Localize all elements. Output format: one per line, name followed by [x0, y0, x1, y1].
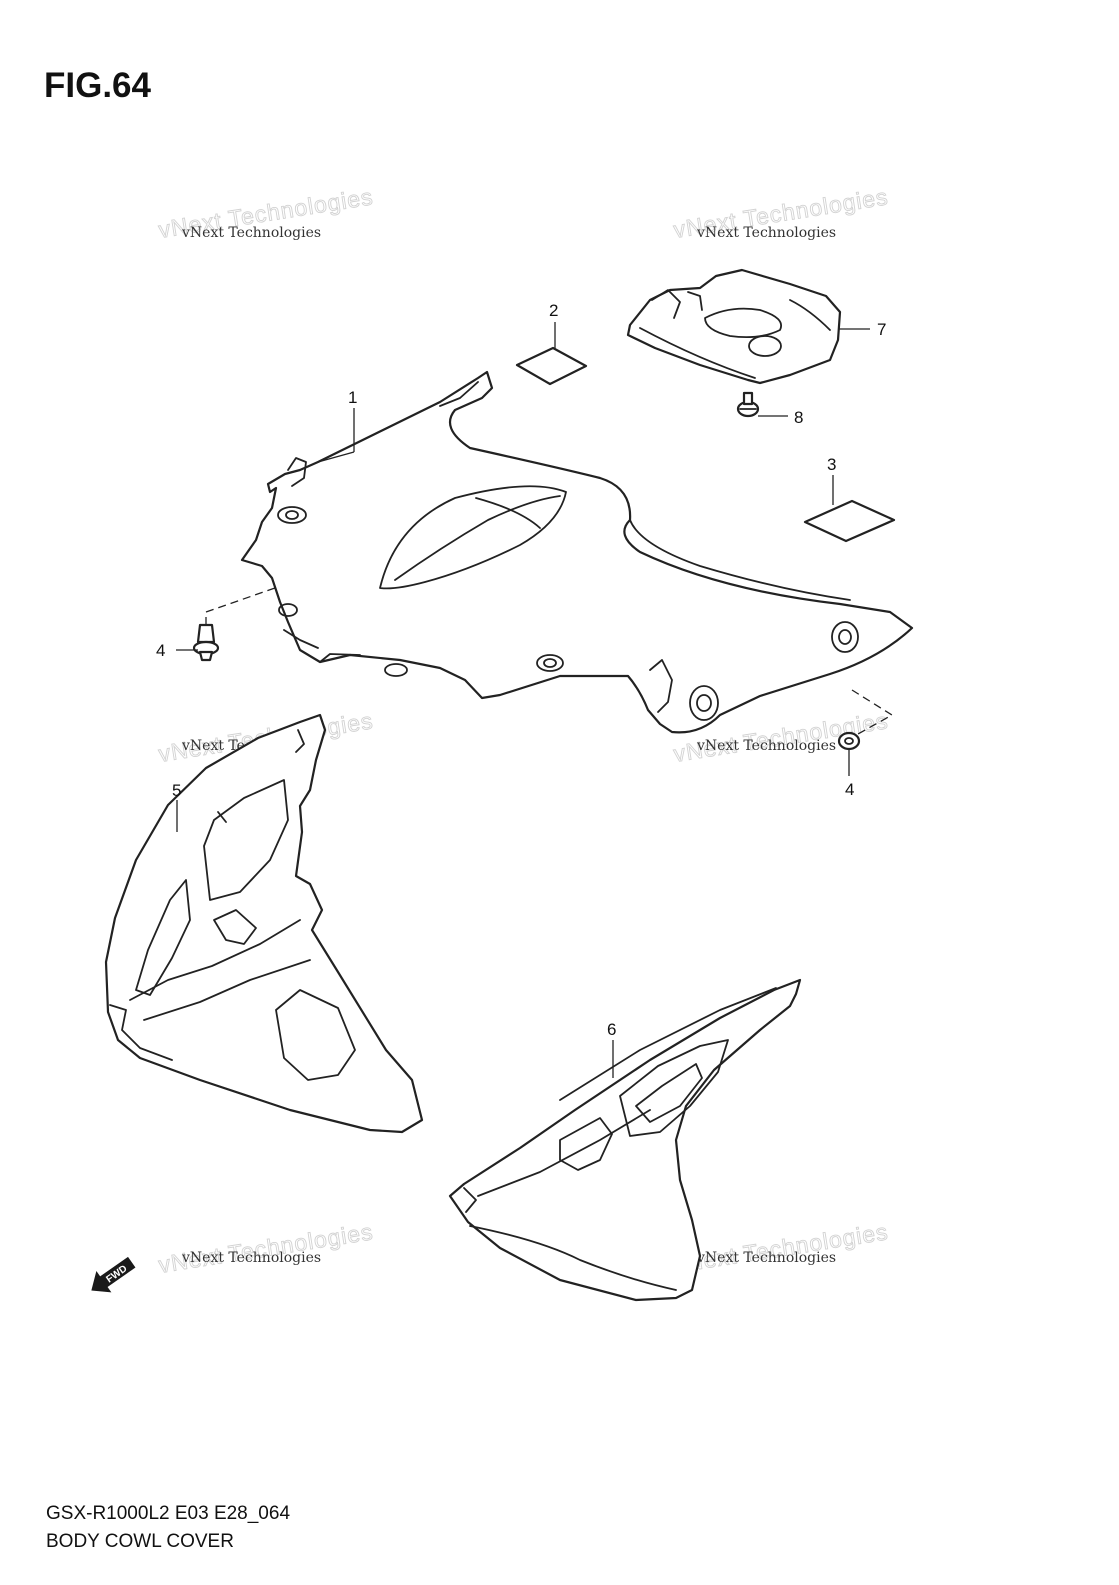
- part-2-pad: [515, 346, 588, 386]
- figure-title: FIG.64: [44, 66, 151, 105]
- callout-3: 3: [827, 455, 836, 474]
- watermark-6: vNext Technologies: [671, 1218, 890, 1279]
- part-5-inner-panel: [104, 713, 424, 1134]
- leader-1b: [317, 451, 355, 463]
- callout-6: 6: [607, 1020, 616, 1039]
- callout-5: 5: [172, 781, 181, 800]
- watermark-6-small: vNext Technologies: [696, 1250, 836, 1266]
- part-1-body-cowl-cover: [240, 370, 914, 734]
- figure-name: BODY COWL COVER: [46, 1531, 234, 1552]
- part-4-clip-left: [192, 623, 220, 662]
- part-7-upper-cover: [626, 268, 842, 385]
- part-4-nut-right: [837, 731, 861, 751]
- leader-4-left-dash: [205, 587, 276, 625]
- leader-4-right-dash: [851, 689, 894, 735]
- callout-8: 8: [794, 408, 803, 427]
- fwd-arrow-icon: FWD: [91, 1256, 136, 1293]
- part-8-bolt: [736, 391, 760, 418]
- callout-4-right: 4: [845, 780, 854, 799]
- part-3-pad: [803, 499, 896, 543]
- part-6-inner-panel: [448, 978, 802, 1302]
- watermark-5: vNext Technologies: [156, 1218, 375, 1279]
- model-code: GSX-R1000L2 E03 E28_064: [46, 1503, 291, 1524]
- watermark-1-small: vNext Technologies: [181, 225, 321, 241]
- callout-7: 7: [877, 320, 886, 339]
- callout-2: 2: [549, 301, 558, 320]
- watermark-2-small: vNext Technologies: [696, 225, 836, 241]
- callout-4-left: 4: [156, 641, 165, 660]
- watermark-5-small: vNext Technologies: [181, 1250, 321, 1266]
- svg-text:vNext Technologies: vNext Technologies: [157, 1218, 375, 1278]
- watermark-4-small: vNext Technologies: [696, 738, 836, 754]
- callout-1: 1: [348, 388, 357, 407]
- svg-text:vNext Technologies: vNext Technologies: [672, 1218, 890, 1278]
